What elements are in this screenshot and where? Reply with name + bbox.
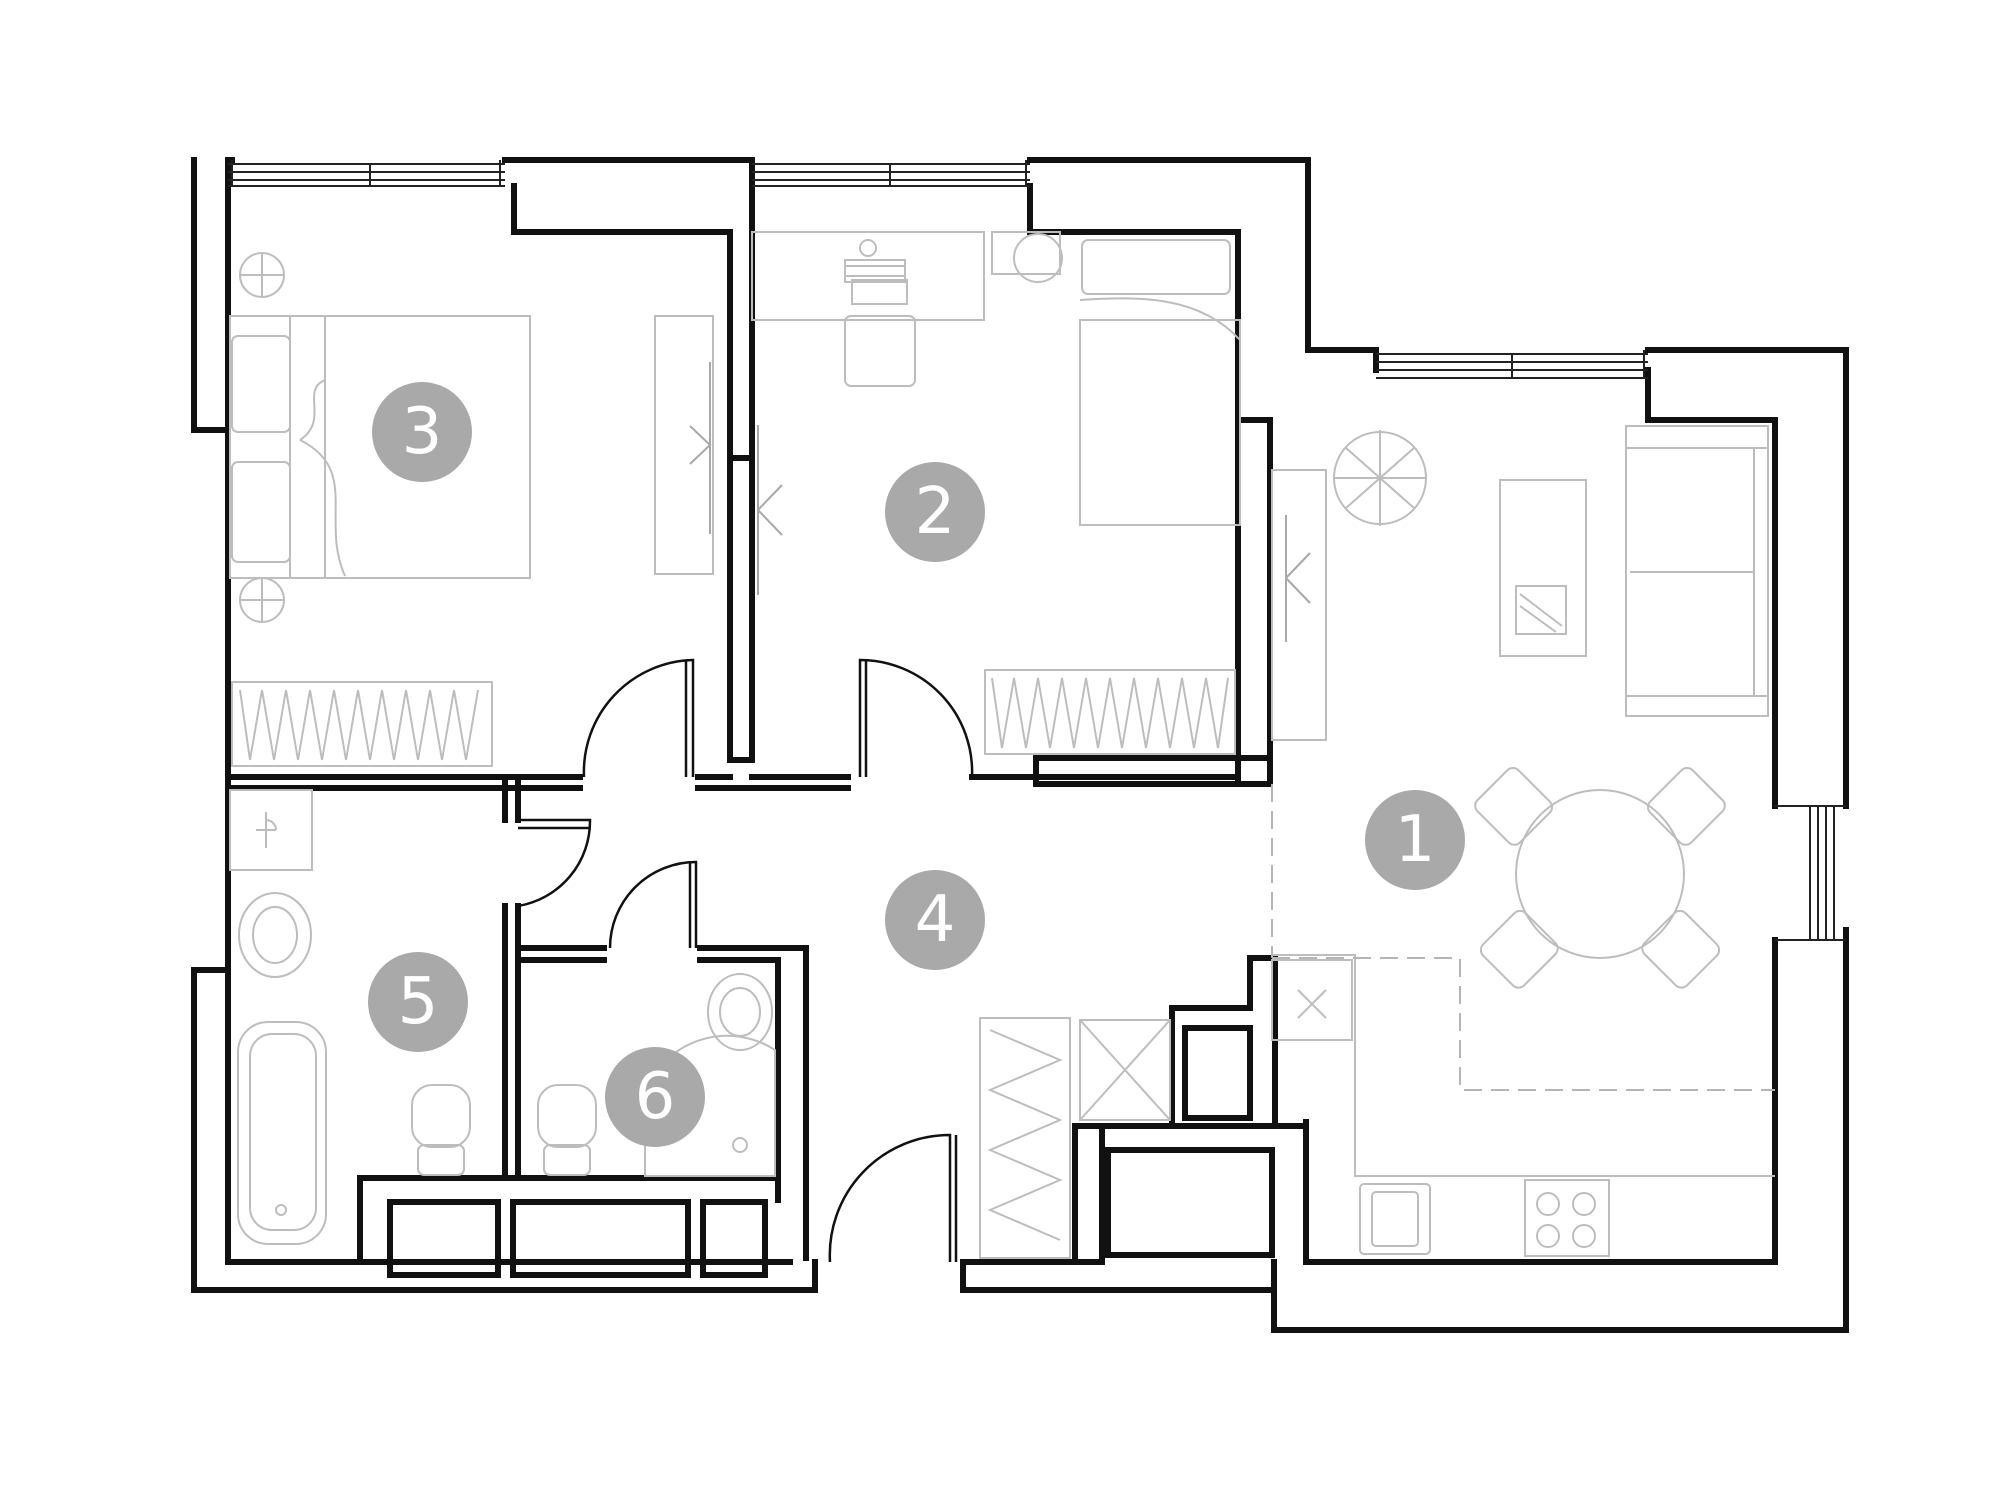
room-number-1: 1 [1395, 803, 1436, 877]
room-badge-3: 3 [372, 382, 472, 482]
room-badge-4: 4 [885, 870, 985, 970]
room-badge-1: 1 [1365, 790, 1465, 890]
room-number-6: 6 [635, 1060, 676, 1134]
doors [517, 658, 974, 1263]
room-number-5: 5 [398, 965, 439, 1039]
room-badge-6: 6 [605, 1047, 705, 1147]
room-number-2: 2 [915, 475, 956, 549]
room-badge-2: 2 [885, 462, 985, 562]
zone-lines [1271, 784, 1775, 1091]
room-number-3: 3 [402, 395, 443, 469]
furniture [229, 231, 1775, 1259]
room-number-4: 4 [915, 883, 956, 957]
walls [191, 157, 1849, 1333]
room-badge-5: 5 [368, 952, 468, 1052]
windows [228, 160, 1846, 941]
